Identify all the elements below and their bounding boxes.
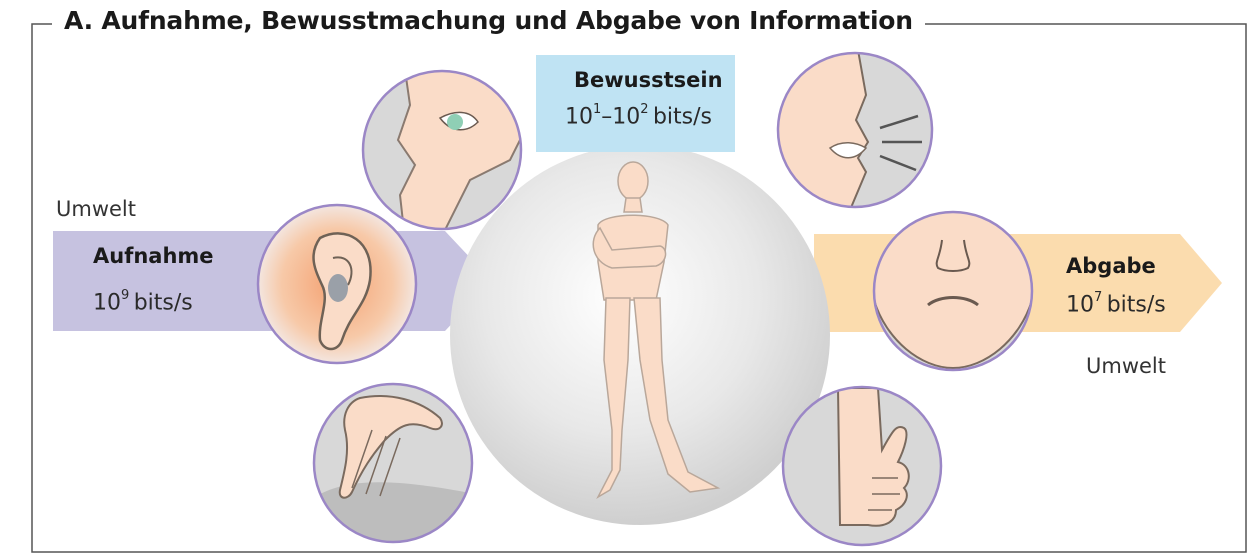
output-rate-base: 10: [1066, 292, 1094, 317]
umwelt-right-label: Umwelt: [1086, 354, 1166, 378]
diagram-title: A. Aufnahme, Bewusstmachung und Abgabe v…: [52, 6, 925, 35]
consciousness-rate-exponent-2: 2: [640, 102, 648, 117]
intake-rate-base: 10: [93, 290, 121, 315]
consciousness-rate-unit: bits/s: [653, 104, 712, 129]
output-rate-unit: bits/s: [1107, 292, 1166, 317]
output-label: Abgabe: [1066, 254, 1156, 278]
umwelt-left-label: Umwelt: [56, 197, 136, 221]
thumbs-up-icon: [783, 387, 941, 545]
output-rate-exponent: 7: [1094, 290, 1102, 305]
hand-touch-icon: [310, 384, 480, 545]
consciousness-label: Bewusstsein: [574, 68, 723, 92]
intake-rate-exponent: 9: [121, 288, 129, 303]
consciousness-rate: 101–102 bits/s: [565, 104, 712, 129]
consciousness-rate-dash: –10: [601, 104, 640, 129]
output-rate: 107 bits/s: [1066, 292, 1166, 317]
intake-rate: 109 bits/s: [93, 290, 193, 315]
ear-icon: [258, 205, 416, 363]
consciousness-rate-exponent-1: 1: [593, 102, 601, 117]
mouth-speaking-icon: [778, 50, 932, 210]
consciousness-rate-base: 10: [565, 104, 593, 129]
intake-label: Aufnahme: [93, 244, 214, 268]
intake-rate-unit: bits/s: [134, 290, 193, 315]
face-expression-icon: [874, 212, 1032, 370]
